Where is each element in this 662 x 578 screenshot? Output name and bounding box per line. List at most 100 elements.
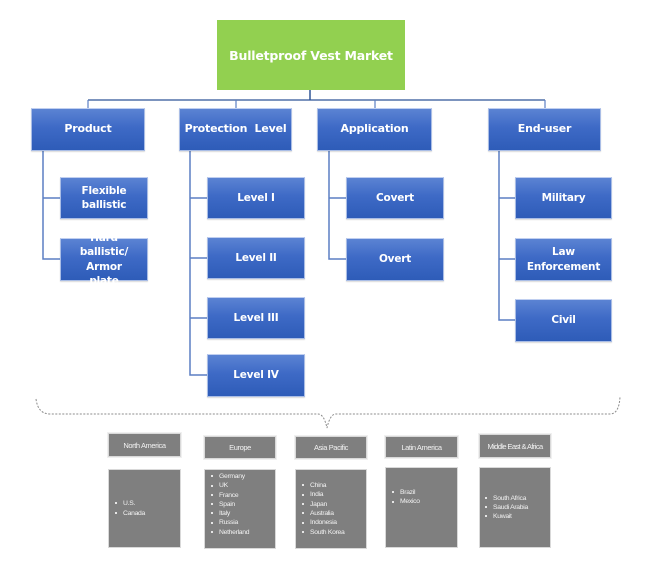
country-item: South Africa (485, 494, 550, 503)
segment-label: Law Enforcement (526, 246, 601, 273)
connector-application-branch (328, 151, 346, 260)
bullet-icon (115, 511, 117, 514)
region-countries-middle-east-africa: South Africa Saudi Arabia Kuwait (479, 467, 551, 548)
country-name: Indonesia (310, 519, 337, 527)
country-name: Saudi Arabia (493, 503, 528, 511)
region-countries-europe: Germany UK France Spain Italy Russia Net… (204, 469, 276, 549)
bullet-icon (211, 484, 213, 487)
region-label: Middle East & Africa (487, 441, 543, 451)
country-item: U.S. (115, 499, 180, 508)
segment-level-iv: Level IV (207, 354, 305, 397)
bullet-icon (302, 502, 304, 505)
segment-label: Covert (376, 191, 414, 204)
bullet-icon (392, 500, 394, 503)
country-name: Canada (123, 509, 146, 517)
bullet-icon (211, 521, 213, 524)
region-label: Asia Pacific (314, 443, 348, 452)
segment-level-ii: Level II (207, 237, 305, 279)
country-name: Italy (219, 510, 230, 518)
country-name: Mexico (400, 498, 420, 506)
region-header-north-america: North America (108, 433, 181, 457)
segment-label: Flexible ballistic (81, 184, 127, 211)
country-name: Japan (310, 500, 328, 508)
country-name: China (310, 482, 327, 490)
segment-label: Level I (237, 191, 275, 204)
segment-label: Overt (378, 253, 412, 266)
bullet-icon (211, 493, 213, 496)
region-countries-latin-america: Brazil Mexico (385, 467, 458, 548)
region-header-middle-east-africa: Middle East & Africa (479, 434, 551, 458)
bullet-icon (211, 475, 213, 478)
region-countries-asia-pacific: China India Japan Australia Indonesia So… (295, 469, 367, 549)
bullet-icon (302, 484, 304, 487)
country-item: Indonesia (302, 518, 366, 527)
country-name: U.S. (123, 500, 136, 508)
country-name: Brazil (400, 489, 416, 496)
region-header-latin-america: Latin America (385, 436, 458, 458)
region-header-asia-pacific: Asia Pacific (295, 436, 367, 459)
country-name: South Korea (310, 528, 345, 536)
country-name: Australia (310, 510, 334, 517)
segment-label: Military (541, 191, 586, 204)
country-item: India (302, 490, 366, 499)
country-item: France (211, 491, 275, 500)
bullet-icon (302, 521, 304, 524)
region-countries-north-america: U.S. Canada (108, 469, 181, 548)
country-item: UK (211, 481, 275, 490)
country-item: Saudi Arabia (485, 503, 550, 512)
country-name: France (219, 491, 239, 499)
country-item: Spain (211, 500, 275, 509)
country-list: Germany UK France Spain Italy Russia Net… (211, 472, 275, 537)
country-name: Spain (219, 500, 235, 508)
segment-label: Level IV (233, 369, 279, 382)
country-name: Netherland (219, 528, 250, 536)
category-product: Product (31, 108, 145, 151)
country-name: Kuwait (493, 513, 512, 521)
root-node-title: Bulletproof Vest Market (217, 20, 405, 90)
segment-level-iii: Level III (207, 297, 305, 339)
bullet-icon (211, 503, 213, 506)
connector-enduser-branch (498, 151, 515, 321)
bullet-icon (485, 496, 487, 499)
country-item: Netherland (211, 528, 275, 537)
country-item: China (302, 481, 366, 490)
segment-label: Hard ballistic/ Armor plate (79, 232, 129, 287)
bullet-icon (302, 493, 304, 496)
country-list: U.S. Canada (115, 499, 180, 518)
bullet-icon (302, 530, 304, 533)
country-item: Kuwait (485, 512, 550, 521)
country-name: UK (219, 482, 228, 490)
country-item: Canada (115, 509, 180, 518)
country-item: Russia (211, 518, 275, 527)
bullet-icon (211, 530, 213, 533)
country-item: Mexico (392, 497, 457, 506)
segment-military: Military (515, 177, 612, 219)
category-label: Protection Level (184, 122, 287, 136)
segment-label: Level III (233, 311, 279, 324)
bullet-icon (302, 512, 304, 515)
region-brace (35, 396, 621, 429)
country-name: South Africa (493, 494, 527, 502)
country-item: South Korea (302, 528, 366, 537)
country-list: South Africa Saudi Arabia Kuwait (485, 494, 550, 522)
segment-civil: Civil (515, 299, 612, 342)
region-label: Europe (229, 443, 251, 452)
country-item: Brazil (392, 488, 457, 497)
country-item: Australia (302, 509, 366, 518)
country-name: Germany (219, 473, 245, 480)
country-item: Italy (211, 509, 275, 518)
category-label: End-user (517, 122, 572, 136)
country-name: India (310, 491, 324, 499)
bullet-icon (115, 502, 117, 505)
segment-overt: Overt (346, 238, 444, 281)
connector-product-branch (42, 151, 60, 260)
segment-law-enforcement: Law Enforcement (515, 238, 612, 281)
category-application: Application (317, 108, 432, 151)
segment-covert: Covert (346, 177, 444, 219)
segment-level-i: Level I (207, 177, 305, 219)
segment-label: Level II (235, 251, 277, 264)
country-item: Germany (211, 472, 275, 481)
bullet-icon (211, 512, 213, 515)
